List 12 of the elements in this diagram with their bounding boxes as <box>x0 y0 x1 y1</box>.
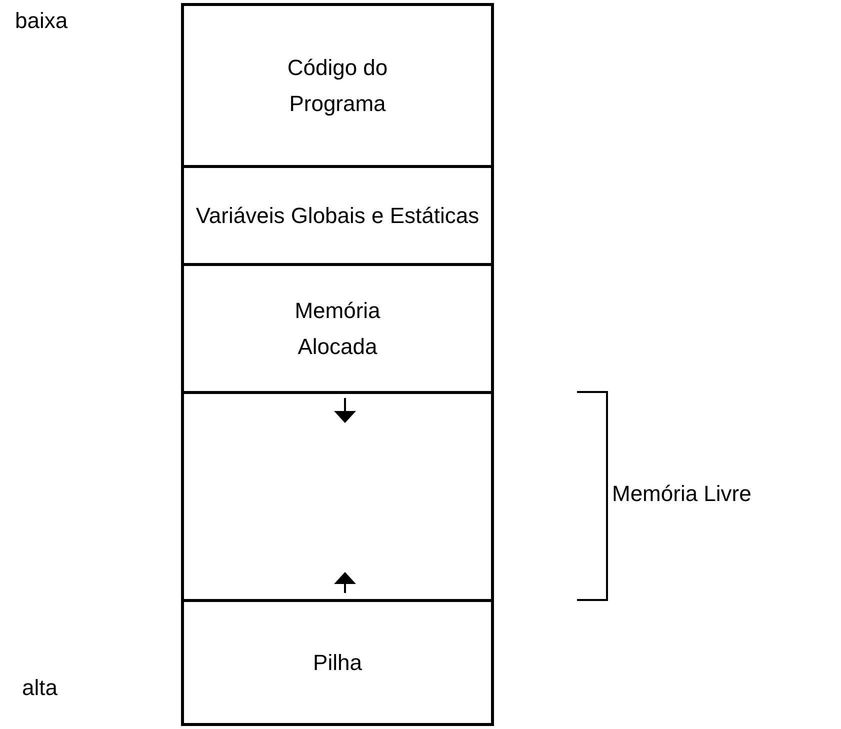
memory-segment <box>181 599 494 726</box>
segment-label: Memória Alocada <box>294 296 382 360</box>
address-label: alta <box>22 675 58 701</box>
segment-label: Código do Programa <box>286 54 389 118</box>
segment-label: Variáveis Globais e Estáticas <box>196 202 480 230</box>
memory-segment <box>181 263 494 394</box>
free-memory-segment <box>181 391 494 602</box>
memory-segment <box>181 165 494 266</box>
bracket-label: Memória Livre <box>612 481 752 507</box>
segment-label: Pilha <box>313 648 362 676</box>
memory-segment <box>181 3 494 168</box>
address-label: baixa <box>15 8 68 34</box>
